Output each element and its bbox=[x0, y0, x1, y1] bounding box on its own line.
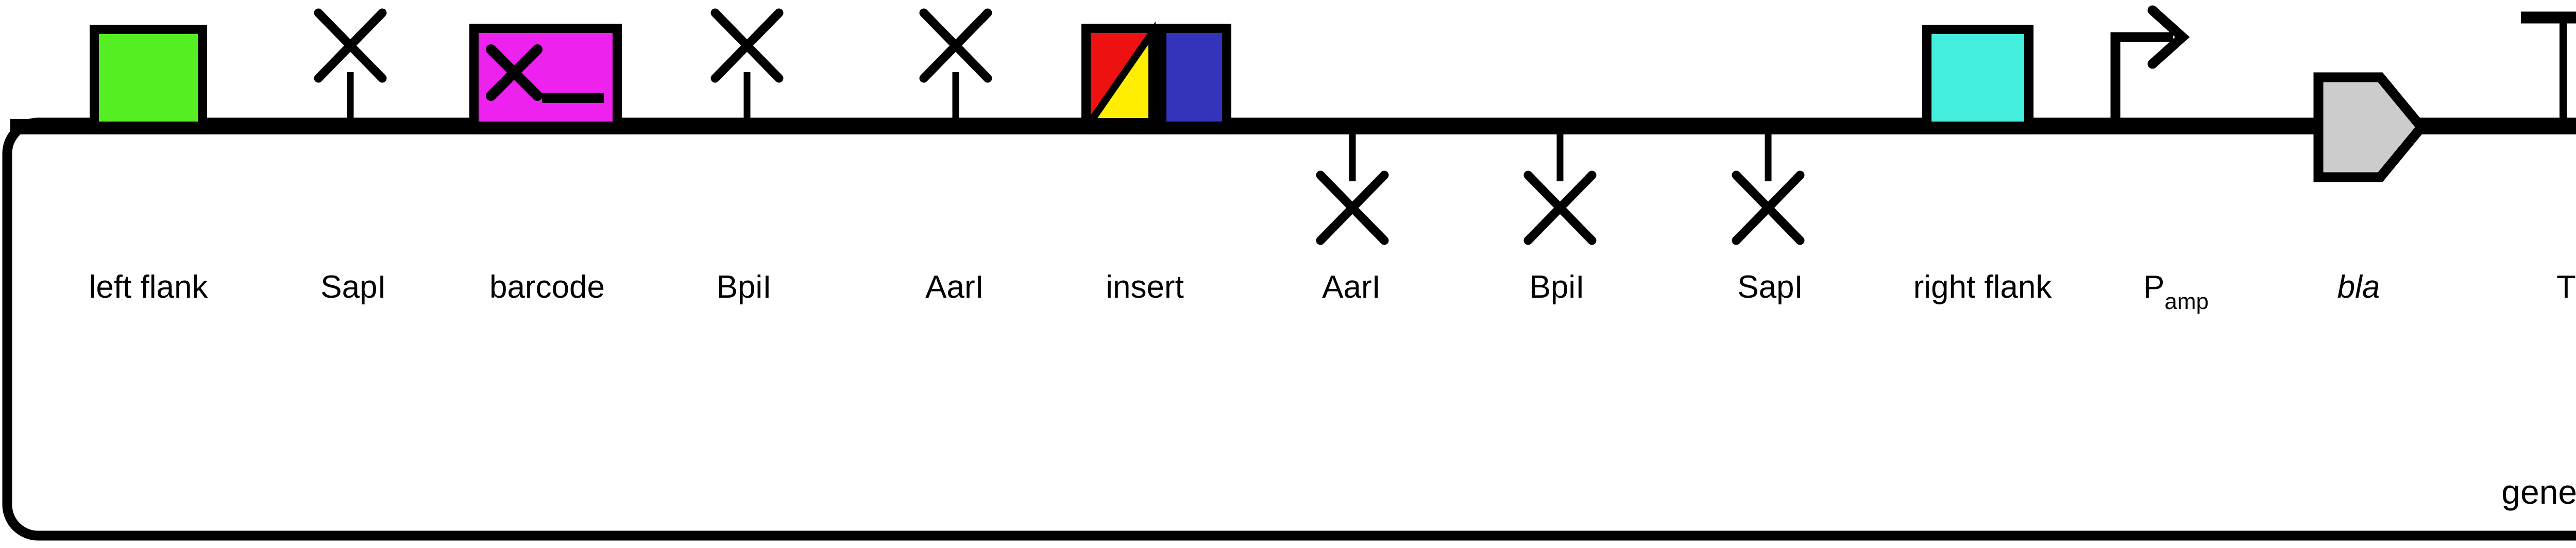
p-amp-subscript: amp bbox=[2164, 289, 2209, 314]
feature-label-sapi-1: SapI bbox=[320, 269, 386, 305]
barcode-box-rect bbox=[469, 24, 622, 131]
feature-label-bla: bla bbox=[2337, 269, 2380, 305]
insert-blue-half bbox=[1157, 24, 1231, 131]
aari-cut-site-icon[interactable] bbox=[919, 8, 992, 128]
bpii-cut-site-icon[interactable] bbox=[1523, 126, 1597, 245]
left-flank-box-rect bbox=[90, 25, 207, 131]
feature-label-t-amp: Tamp bbox=[2556, 269, 2576, 314]
feature-label-right-flank: right flank bbox=[1913, 269, 2053, 305]
feature-label-aari-2: AarI bbox=[1322, 269, 1381, 305]
aari-cut-site-icon[interactable] bbox=[1316, 126, 1389, 245]
feature-label-insert: insert bbox=[1106, 269, 1184, 305]
left-flank-box[interactable] bbox=[90, 25, 207, 131]
sapi-cut-site-icon[interactable] bbox=[314, 8, 387, 128]
insert-yellow-triangle bbox=[1083, 21, 1156, 125]
right-flank-box-rect bbox=[1922, 25, 2033, 131]
terminator-icon[interactable] bbox=[2521, 11, 2576, 127]
bpii-cut-site-icon[interactable] bbox=[710, 8, 784, 128]
insert-box[interactable] bbox=[1081, 21, 1231, 131]
cds-arrow-icon[interactable] bbox=[2313, 72, 2428, 182]
right-flank-box[interactable] bbox=[1922, 25, 2033, 131]
feature-label-p-amp: Pamp bbox=[2143, 269, 2209, 314]
cut-site-blade-b bbox=[919, 8, 992, 83]
barcode-x-stroke-b bbox=[486, 44, 543, 101]
feature-label-barcode: barcode bbox=[489, 269, 605, 305]
feature-label-bpii-2: BpiI bbox=[1530, 269, 1585, 305]
cut-site-blade-b bbox=[1732, 170, 1805, 245]
barcode-box[interactable] bbox=[469, 24, 622, 131]
sapi-cut-site-icon[interactable] bbox=[1732, 126, 1805, 245]
feature-label-aari-1: AarI bbox=[925, 269, 984, 305]
cut-site-blade-b bbox=[1316, 170, 1389, 245]
cut-site-blade-b bbox=[314, 8, 387, 83]
promoter-arrow-shaft bbox=[2110, 32, 2173, 127]
promoter-arrow-icon[interactable] bbox=[2110, 5, 2190, 127]
feature-label-bpii-1: BpiI bbox=[717, 269, 772, 305]
plasmid-backbone-outline bbox=[2, 117, 2576, 541]
t-amp-base: T bbox=[2556, 269, 2576, 305]
plasmid-caption: gene specific KO plasmid bbox=[2501, 473, 2576, 511]
feature-label-sapi-2: SapI bbox=[1737, 269, 1803, 305]
feature-label-left-flank: left flank bbox=[89, 269, 209, 305]
cut-site-blade-b bbox=[710, 8, 784, 83]
cut-site-blade-b bbox=[1523, 170, 1597, 245]
cds-arrow-shape bbox=[2313, 72, 2428, 182]
feature-label-row: left flank SapI barcode BpiI AarI insert… bbox=[89, 269, 2576, 314]
p-amp-base: P bbox=[2143, 269, 2164, 305]
promoter-arrow-head bbox=[2147, 5, 2190, 69]
